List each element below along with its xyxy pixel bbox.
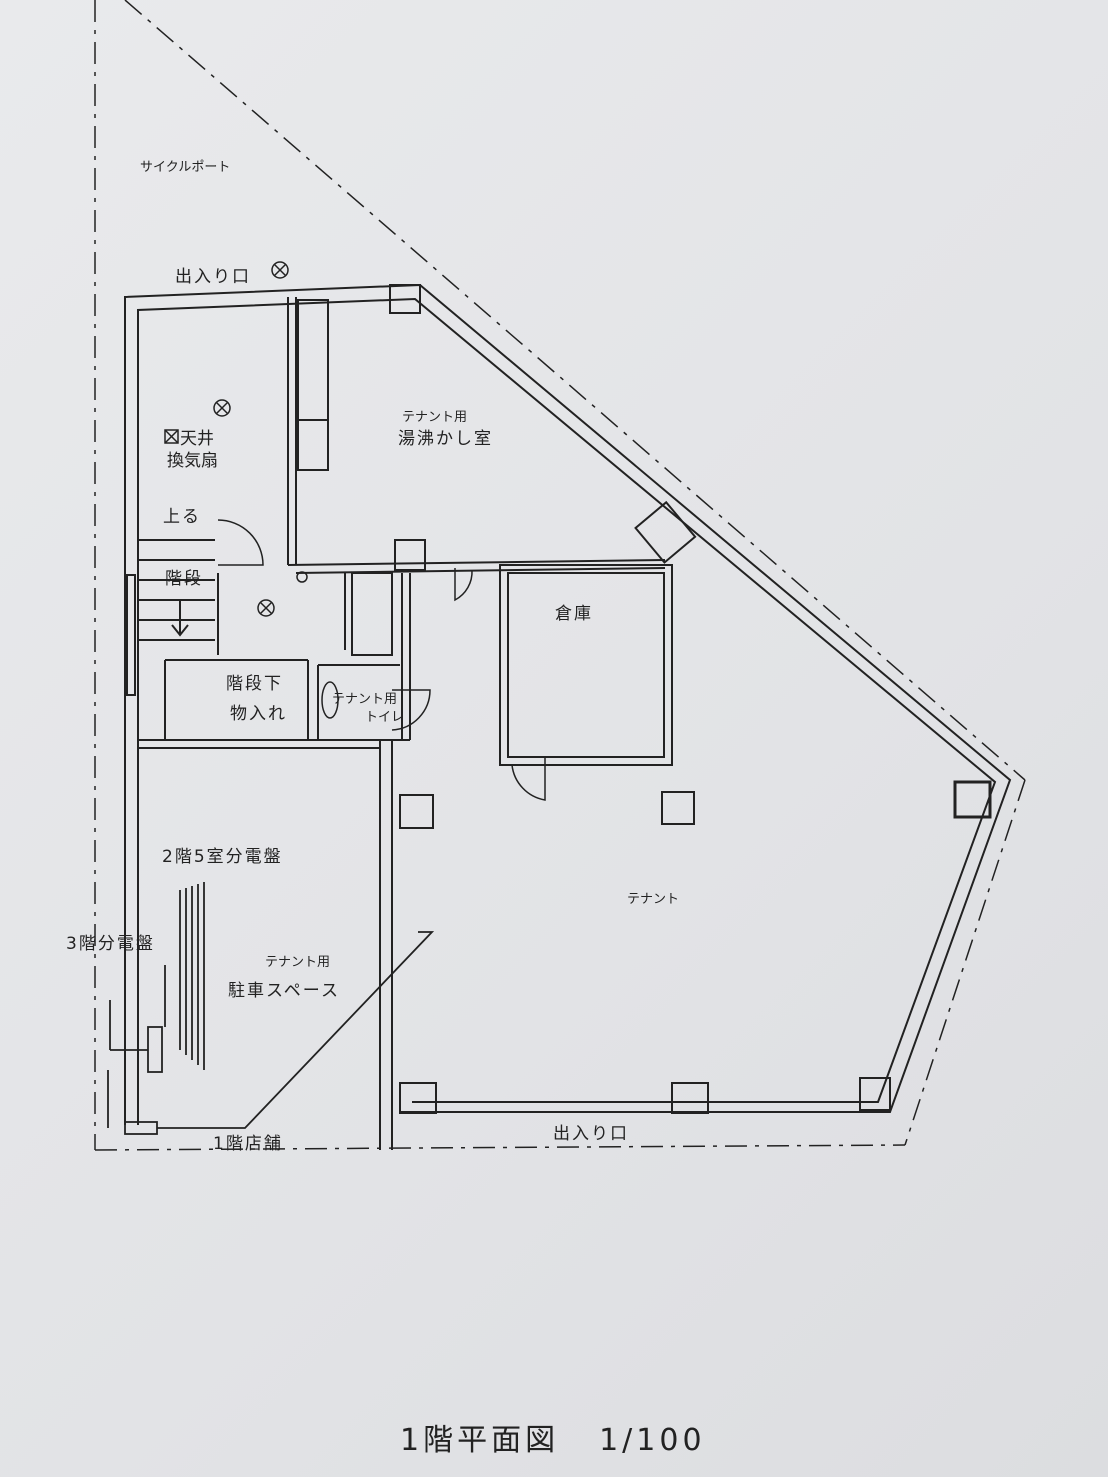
title-scale: 1/100 (599, 1423, 706, 1458)
site-boundary (94, 0, 1026, 1151)
label-kitchen-1: テナント用 (402, 410, 468, 425)
stairs (126, 539, 215, 696)
label-cycle-port: サイクルポート (140, 160, 231, 175)
label-tenant: テナント (627, 892, 680, 907)
label-parking-1: テナント用 (265, 955, 331, 970)
label-under-stairs-1: 階段下 (226, 674, 283, 694)
label-entrance-top: 出入り口 (175, 267, 251, 287)
label-fan: 換気扇 (167, 451, 218, 471)
label-under-stairs-2: 物入れ (230, 704, 287, 724)
label-stairs-up: 上る (163, 507, 201, 527)
label-ceiling: 天井 (180, 429, 214, 449)
electrical-wiring (107, 882, 435, 1135)
label-storage: 倉庫 (555, 604, 593, 624)
label-stairs: 階段 (165, 569, 203, 589)
exterior-walls (124, 283, 1012, 1125)
label-toilet-2: トイレ (365, 710, 405, 725)
label-panel-3f: 3階分電盤 (66, 934, 155, 954)
label-entrance-bottom: 出入り口 (553, 1124, 629, 1144)
label-kitchen-2: 湯沸かし室 (398, 429, 493, 449)
label-toilet-1: テナント用 (332, 692, 398, 707)
fixtures (164, 261, 339, 719)
title-name: 1階平面図 (400, 1423, 560, 1458)
label-shop-1f: 1階店舗 (213, 1134, 283, 1154)
drawing-title: 1階平面図 1/100 (400, 1415, 706, 1459)
interior-walls (138, 297, 673, 1150)
label-parking-2: 駐車スペース (228, 981, 340, 1001)
doors (217, 519, 546, 801)
columns (389, 284, 992, 1114)
label-panel-2f: 2階5室分電盤 (162, 847, 283, 867)
